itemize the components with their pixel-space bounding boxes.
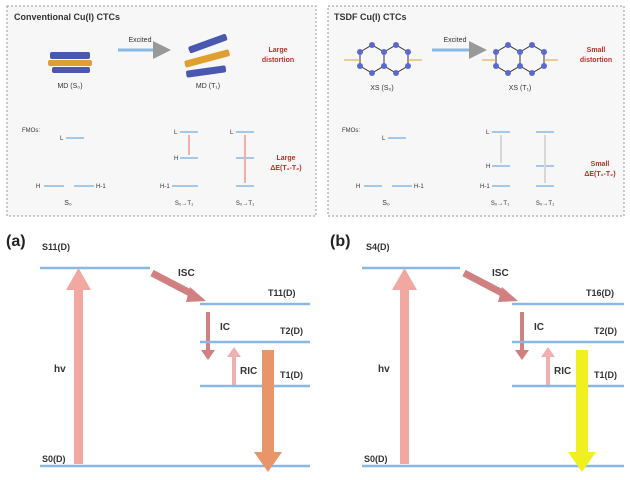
xs-fmos-label: FMOs: (342, 128, 360, 134)
b-ic-arrow (520, 312, 524, 352)
diagram-a-tag: (a) (6, 233, 26, 250)
atoms-es (493, 42, 547, 76)
a-t1-label: T1(D) (280, 370, 303, 380)
panel-conventional-title: Conventional Cu(I) CTCs (14, 12, 120, 22)
b-ic-label: IC (534, 322, 544, 333)
b-s-top-label: S4(D) (366, 242, 390, 252)
a-t2-label: T2(D) (280, 326, 303, 336)
atoms-gs (357, 42, 411, 76)
xs-s0-L: L (382, 136, 386, 142)
panel-tsdf-frame (327, 5, 625, 217)
t1-H: H (174, 156, 178, 162)
distortion-label-1: Large (268, 47, 287, 54)
b-ric-label: RIC (554, 366, 571, 377)
t1-L: L (174, 130, 178, 136)
es-label: MD (T₁) (196, 83, 220, 90)
b-isc-arrowhead (498, 287, 518, 302)
a-excitation-arrow (74, 288, 83, 464)
xs-gs-label: XS (S₀) (370, 85, 394, 92)
a-ric-label: RIC (240, 366, 257, 377)
xs-t1-L: L (486, 130, 490, 136)
a-ric-arrow (232, 355, 236, 385)
s0-H: H (36, 184, 40, 190)
xs-t1-Hm1: H-1 (480, 184, 490, 190)
gap-label-2: ΔE(T₁-T₂) (270, 165, 301, 172)
b-ric-arrowhead (541, 347, 555, 357)
b-ic-arrowhead (515, 350, 529, 360)
a-s-top-label: S11(D) (42, 242, 70, 252)
t1-caption: S₀→T₁ (175, 201, 193, 207)
xs-es-label: XS (T₁) (509, 85, 532, 92)
xs-s0-caption: S₀ (382, 200, 390, 207)
t2-L: L (230, 130, 234, 136)
b-isc-arrow (462, 269, 508, 299)
a-s0-label: S0(D) (42, 454, 66, 464)
a-ic-arrow (206, 312, 210, 352)
b-t1-label: T1(D) (594, 370, 617, 380)
b-hv-label: hv (378, 364, 390, 375)
a-ic-arrowhead (201, 350, 215, 360)
xs-distortion-1: Small (587, 47, 606, 54)
xs-t1-caption: S₀→T₁ (491, 201, 509, 207)
panel-conventional: Conventional Cu(I) CTCs MD (S₀) Excited … (6, 5, 317, 217)
a-t-top-label: T11(D) (268, 288, 296, 298)
xs-t2-caption: S₀→T₁ (536, 201, 554, 207)
b-t-top-label: T16(D) (586, 288, 614, 298)
b-isc-label: ISC (492, 268, 509, 279)
a-ic-label: IC (220, 322, 230, 333)
b-excitation-arrow (400, 288, 409, 464)
a-isc-label: ISC (178, 268, 195, 279)
t2-caption: S₀→T₁ (236, 201, 254, 207)
b-excitation-arrowhead (392, 268, 417, 290)
molecule-es-icon (184, 33, 230, 78)
energy-diagram-a: (a) S11(D) S0(D) hv ISC T11(D) IC T2(D) … (6, 233, 310, 472)
a-emission-arrowhead (254, 452, 282, 472)
a-excitation-arrowhead (66, 268, 91, 290)
b-emission-arrowhead (568, 452, 596, 472)
t1-Hm1: H-1 (160, 184, 170, 190)
s0-Hm1: H-1 (96, 184, 106, 190)
xs-gap-label-2: ΔE(T₁-T₂) (584, 171, 615, 178)
gap-label-1: Large (276, 155, 295, 162)
xs-s0-H: H (356, 184, 360, 190)
panel-tsdf-title: TSDF Cu(I) CTCs (334, 12, 407, 22)
a-hv-label: hv (54, 364, 66, 375)
xs-t1-H: H (486, 164, 490, 170)
b-t2-label: T2(D) (594, 326, 617, 336)
excited-label: Excited (129, 37, 152, 44)
xs-s0-Hm1: H-1 (414, 184, 424, 190)
xs-gap-label-1: Small (591, 161, 610, 168)
b-ric-arrow (546, 355, 550, 385)
xs-excited-label: Excited (444, 37, 467, 44)
fmos-label: FMOs: (22, 128, 40, 134)
s0-caption: S₀ (64, 200, 72, 207)
s0-L: L (60, 136, 64, 142)
molecule-gs-icon (48, 52, 92, 73)
panel-tsdf: TSDF Cu(I) CTCs XS (S₀) Excited XS (T (327, 5, 625, 217)
distortion-label-2: distortion (262, 57, 294, 64)
xs-distortion-2: distortion (580, 57, 612, 64)
a-ric-arrowhead (227, 347, 241, 357)
gs-label: MD (S₀) (57, 83, 82, 90)
a-emission-arrow (262, 350, 274, 455)
b-emission-arrow (576, 350, 588, 455)
energy-diagram-b: (b) S4(D) S0(D) hv ISC T16(D) IC T2(D) R… (330, 233, 624, 472)
b-s0-label: S0(D) (364, 454, 388, 464)
diagram-b-tag: (b) (330, 233, 350, 250)
a-isc-arrowhead (186, 287, 206, 302)
a-isc-arrow (150, 269, 196, 299)
